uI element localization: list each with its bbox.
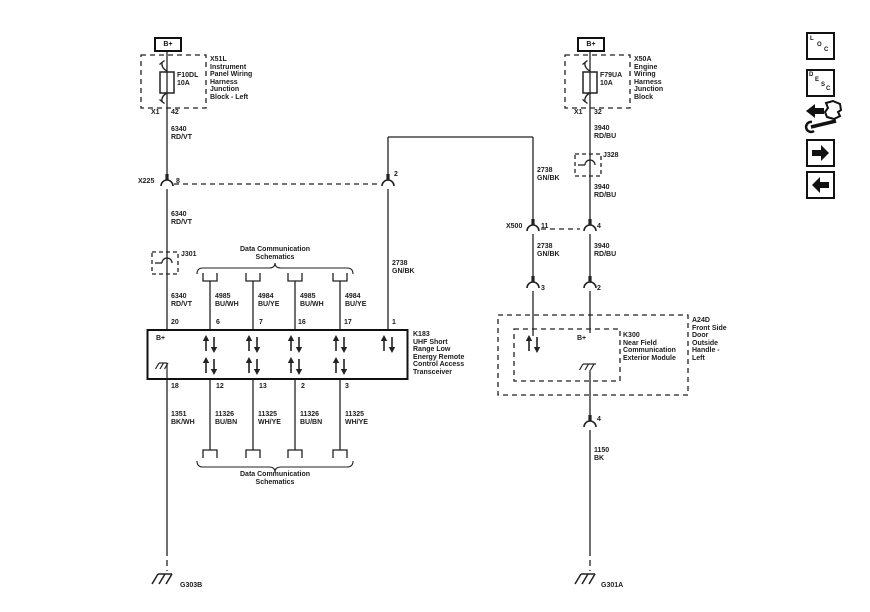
wire-label-6340-1: 6340 RD/VT (171, 126, 192, 141)
wire-label-2738-2: 2738 GN/BK (392, 260, 415, 275)
a24d-name: A24D Front Side Door Outside Handle - Le… (692, 317, 727, 362)
connector-x500-label: X500 (506, 223, 523, 230)
wire-label-2738-1: 2738 GN/BK (537, 167, 560, 182)
k183-pin-12: 12 (216, 383, 224, 390)
k183-module-box (146, 329, 409, 380)
loc-button[interactable]: L O C (806, 32, 835, 60)
splice-j328-label: J328 (603, 152, 619, 159)
fuse-left-name: F10DL 10A (177, 72, 199, 87)
wire-label-6340-3: 6340 RD/VT (171, 293, 192, 308)
wire-label-3940-2: 3940 RD/BU (594, 184, 617, 199)
wire-label-11325-1: 11325 WH/YE (258, 411, 281, 426)
k183-bplus-label: B+ (156, 335, 166, 342)
k183-pin-20: 20 (171, 319, 179, 326)
wire-label-4985-2: 4985 BU/WH (300, 293, 324, 308)
k183-pin-3: 3 (345, 383, 349, 390)
k183-internal-ground-icon (154, 362, 169, 379)
arrow-right-icon (812, 145, 829, 161)
desc-letter: C (826, 86, 831, 92)
k183-pin-18: 18 (171, 383, 179, 390)
back-button[interactable] (806, 171, 835, 199)
pin-42: 42 (171, 109, 179, 116)
wire-label-3940-3: 3940 RD/BU (594, 243, 617, 258)
k300-signal-arrows (524, 334, 542, 354)
loc-letter: L (810, 36, 814, 42)
ground-g301a-icon (574, 573, 596, 585)
k183-signal-arrows (202, 334, 397, 376)
k183-pin-13: 13 (259, 383, 267, 390)
k183-pin-16: 16 (298, 319, 306, 326)
wire-label-1351: 1351 BK/WH (171, 411, 195, 426)
bplus-terminal-right: B+ (577, 37, 605, 52)
k183-pin-7: 7 (259, 319, 263, 326)
loc-letter: O (817, 42, 822, 48)
door-pin-2: 2 (597, 285, 601, 292)
desc-letter: D (809, 72, 814, 78)
k183-pin-2: 2 (301, 383, 305, 390)
arrow-left-icon (812, 177, 829, 193)
conn-x1-right: X1 (574, 109, 583, 116)
desc-letter: E (815, 77, 820, 83)
next-button[interactable] (806, 139, 835, 167)
fuse-block-left (140, 54, 207, 109)
x500-pin-4: 4 (597, 223, 601, 230)
k183-pin-1: 1 (392, 319, 396, 326)
fuse-block-right (564, 54, 631, 109)
k300-name: K300 Near Field Communication Exterior M… (623, 332, 676, 362)
wrench-arrow-icon (804, 99, 843, 134)
wire-label-11325-2: 11325 WH/YE (345, 411, 368, 426)
k300-bplus-label: B+ (577, 335, 587, 342)
fuse-right-name: F79UA 10A (600, 72, 623, 87)
x500-pin-11: 11 (541, 223, 549, 230)
connector-x225-label: X225 (138, 178, 155, 185)
k183-pin-17: 17 (344, 319, 352, 326)
ground-g301a-label: G301A (601, 582, 624, 589)
wire-label-11326-2: 11326 BU/BN (300, 411, 323, 426)
splice-j328 (574, 153, 602, 177)
wire-label-11326-1: 11326 BU/BN (215, 411, 238, 426)
bplus-terminal-left: B+ (154, 37, 182, 52)
k300-module-box (513, 328, 621, 382)
ground-g303b-label: G303B (180, 582, 203, 589)
door-pin-3: 3 (541, 285, 545, 292)
bplus-label: B+ (163, 41, 173, 48)
wire-label-4984-1: 4984 BU/YE (258, 293, 280, 308)
x225-pin-8: 8 (176, 178, 180, 185)
wire-label-2738-3: 2738 GN/BK (537, 243, 560, 258)
k300-internal-ground-icon (578, 363, 596, 372)
splice-j301-label: J301 (181, 251, 197, 258)
wire-label-4985-1: 4985 BU/WH (215, 293, 239, 308)
a24d-component-box (497, 314, 689, 396)
desc-letter: S (821, 82, 826, 88)
wire-label-1150: 1150 BK (594, 447, 610, 462)
k183-pin-6: 6 (216, 319, 220, 326)
wire-label-4984-2: 4984 BU/YE (345, 293, 367, 308)
handle-pin-4: 4 (597, 416, 601, 423)
data-comm-label-bottom: Data Communication Schematics (239, 471, 311, 486)
fuse-block-left-name: X51L Instrument Panel Wiring Harness Jun… (210, 56, 253, 101)
x225-pin-2: 2 (394, 171, 398, 178)
bplus-label: B+ (586, 41, 596, 48)
wire-2738-gnbk (387, 136, 534, 336)
data-wires-top (196, 262, 354, 330)
data-comm-label-top: Data Communication Schematics (239, 246, 311, 261)
k183-name: K183 UHF Short Range Low Energy Remote C… (413, 331, 465, 376)
data-wires-bottom (196, 379, 354, 473)
wire-label-3940-1: 3940 RD/BU (594, 125, 617, 140)
repair-instructions-button[interactable] (804, 99, 844, 135)
ground-g303b-icon (151, 573, 173, 585)
pin-32: 32 (594, 109, 602, 116)
splice-j301 (151, 251, 179, 275)
desc-button[interactable]: D E S C (806, 69, 835, 97)
wire-label-6340-2: 6340 RD/VT (171, 211, 192, 226)
fuse-block-right-name: X50A Engine Wiring Harness Junction Bloc… (634, 56, 664, 101)
conn-x1-left: X1 (151, 109, 160, 116)
loc-letter: C (824, 47, 829, 53)
